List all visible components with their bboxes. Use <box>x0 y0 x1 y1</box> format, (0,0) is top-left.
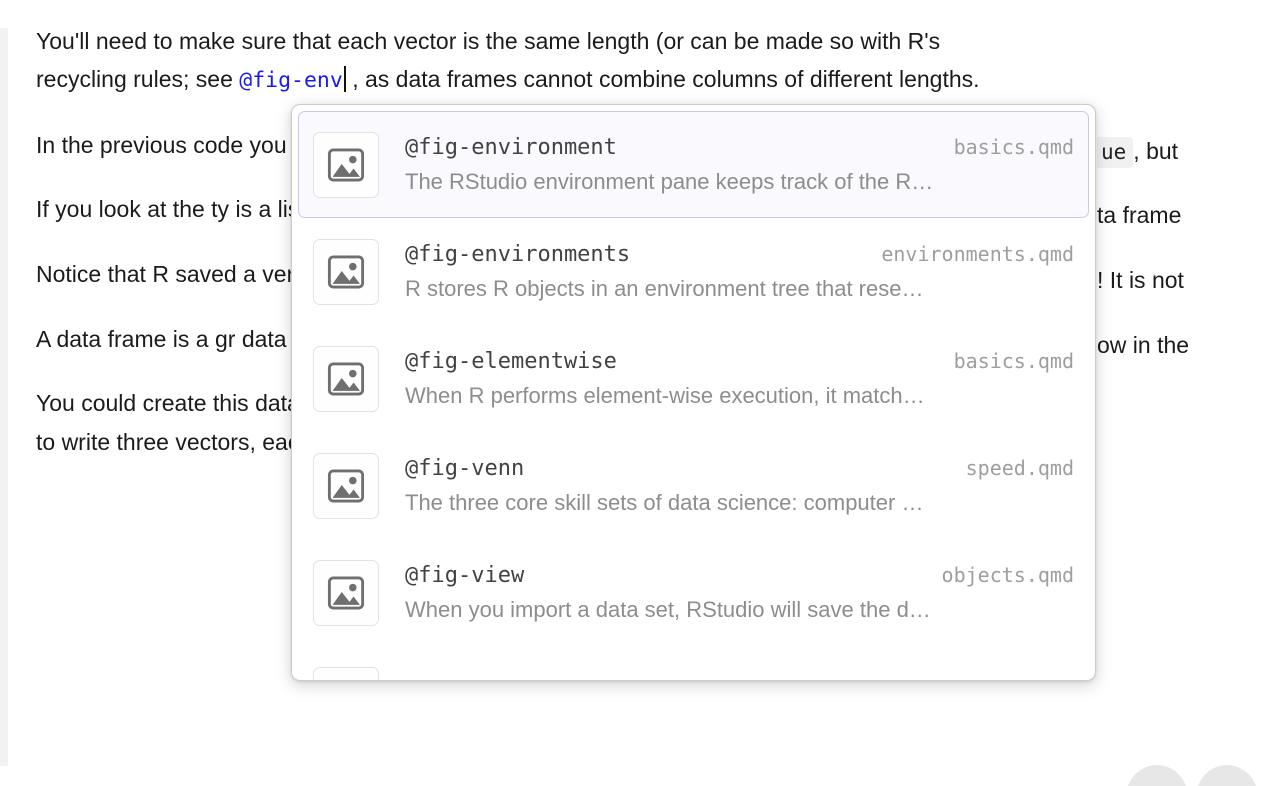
image-thumbnail-box <box>313 452 379 519</box>
image-placeholder-icon <box>327 148 365 181</box>
text-fragment: If you look at the ty <box>36 196 230 222</box>
completion-item-description: R stores R objects in an environment tre… <box>405 275 924 301</box>
completion-item-content: @fig-environments environments.qmd R sto… <box>405 242 1074 302</box>
completion-item-top: @fig-environments environments.qmd <box>405 242 1074 267</box>
text-fragment: recycling rules; see <box>36 66 240 92</box>
completion-item-label: @fig-environments <box>405 241 631 267</box>
text-fragment-right: ! It is not <box>1097 267 1184 293</box>
text-fragment: , as data frames cannot combine columns … <box>345 66 980 92</box>
completion-item-file: environments.qmd <box>881 241 1074 266</box>
completion-item-partial[interactable]: @fig- <box>298 646 1089 680</box>
image-thumbnail-box <box>313 131 379 198</box>
completion-item-top: @fig-venn speed.qmd <box>405 456 1074 481</box>
completion-item-file: speed.qmd <box>965 455 1074 480</box>
completion-item-fig-venn[interactable]: @fig-venn speed.qmd The three core skill… <box>298 432 1089 539</box>
image-thumbnail-box <box>313 559 379 626</box>
completion-item-description: When R performs element-wise execution, … <box>405 382 925 408</box>
editor-left-gutter <box>0 28 8 766</box>
completion-item-top: @fig-elementwise basics.qmd <box>405 349 1074 374</box>
text-cursor <box>343 66 346 92</box>
completion-item-fig-elementwise[interactable]: @fig-elementwise basics.qmd When R perfo… <box>298 325 1089 432</box>
text-line: If you look at the ty ta frame <box>36 196 1181 228</box>
image-thumbnail-box <box>313 345 379 412</box>
completion-item-label: @fig-venn <box>405 455 525 481</box>
floating-action-button-right[interactable] <box>1196 765 1258 786</box>
text-fragment-right: ow in the <box>1097 332 1190 358</box>
completion-item-content: @fig-view objects.qmd When you import a … <box>405 563 1074 623</box>
image-placeholder-icon <box>327 362 365 395</box>
text-line: A data frame is a gr ow in the <box>36 326 1189 358</box>
completion-item-label: @fig-environment <box>405 134 617 160</box>
figure-reference[interactable]: @fig-env <box>239 68 343 93</box>
completion-item-fig-environments[interactable]: @fig-environments environments.qmd R sto… <box>298 218 1089 325</box>
completion-item-fig-view[interactable]: @fig-view objects.qmd When you import a … <box>298 539 1089 646</box>
completion-popup: @fig-environment basics.qmd The RStudio … <box>291 104 1096 681</box>
completion-item-description: The RStudio environment pane keeps track… <box>405 168 934 194</box>
text-fragment: A data frame is a gr <box>36 326 236 352</box>
text-fragment: , but <box>1133 138 1179 164</box>
completion-item-file: objects.qmd <box>941 562 1074 587</box>
inline-code: ue <box>1097 137 1134 168</box>
completion-item-top: @fig-view objects.qmd <box>405 563 1074 588</box>
completion-item-description: When you import a data set, RStudio will… <box>405 596 931 622</box>
text-fragment: Notice that R saved <box>36 261 237 287</box>
completion-item-content: @fig-venn speed.qmd The three core skill… <box>405 456 1074 516</box>
text-line: Notice that R saved ! It is not <box>36 261 1184 293</box>
text-line: In the previous code ue, but <box>36 132 1178 168</box>
paragraph-recycling-rules: You'll need to make sure that each vecto… <box>36 22 1232 100</box>
completion-item-description: The three core skill sets of data scienc… <box>405 489 924 515</box>
image-placeholder-icon <box>327 469 365 502</box>
completion-item-label: @fig-view <box>405 562 525 588</box>
text-fragment-right: ue, but <box>1097 132 1178 171</box>
text-fragment: In the previous code <box>36 132 244 158</box>
floating-action-button-left[interactable] <box>1126 765 1188 786</box>
text-line: recycling rules; see @fig-env , as data … <box>36 66 980 93</box>
completion-item-content: @fig-environment basics.qmd The RStudio … <box>405 135 1074 195</box>
image-thumbnail-box <box>313 666 379 680</box>
completion-item-content: @fig-elementwise basics.qmd When R perfo… <box>405 349 1074 409</box>
image-placeholder-icon <box>327 576 365 609</box>
completion-item-file: basics.qmd <box>953 348 1074 373</box>
image-thumbnail-box <box>313 238 379 305</box>
completion-item-fig-environment[interactable]: @fig-environment basics.qmd The RStudio … <box>298 111 1089 218</box>
completion-item-top: @fig-environment basics.qmd <box>405 135 1074 160</box>
image-placeholder-icon <box>327 255 365 288</box>
text-line: You'll need to make sure that each vecto… <box>36 28 940 54</box>
completion-item-file: basics.qmd <box>953 134 1074 159</box>
completion-item-label: @fig-elementwise <box>405 348 617 374</box>
text-fragment-right: ta frame <box>1097 202 1182 228</box>
text-fragment: You'll need to make sure that each vecto… <box>36 28 941 54</box>
